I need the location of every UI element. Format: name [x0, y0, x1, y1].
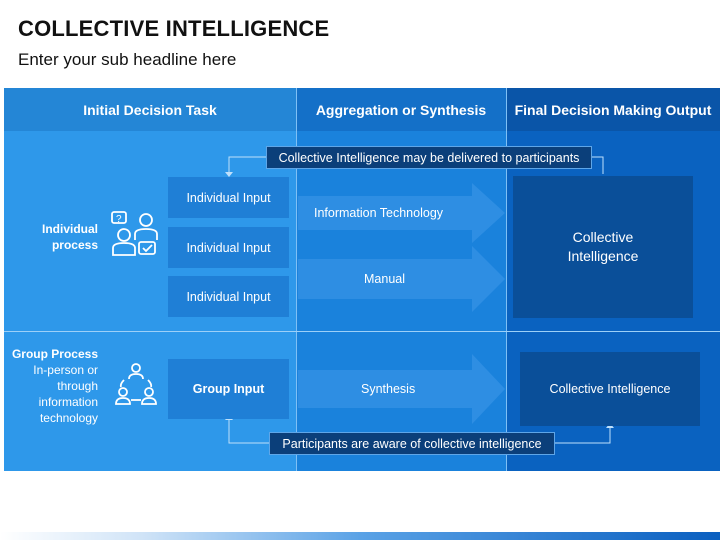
- arrow-label-manual: Manual: [364, 272, 405, 286]
- header-initial-decision-task: Initial Decision Task: [4, 88, 296, 131]
- people-question-icon: ?: [108, 208, 160, 260]
- group-input-box: Group Input: [168, 359, 289, 419]
- column-divider: [296, 88, 297, 471]
- arrow-manual: [298, 246, 505, 312]
- arrow-synthesis: [298, 354, 505, 424]
- page-subtitle: Enter your sub headline here: [18, 50, 237, 69]
- row-divider: [4, 331, 720, 332]
- group-process-label-block: Group Process In-person or through infor…: [10, 346, 98, 426]
- arrow-label-information-technology: Information Technology: [314, 206, 444, 220]
- svg-text:?: ?: [116, 214, 122, 225]
- group-process-label: Group Process: [11, 347, 98, 361]
- group-output-box: Collective Intelligence: [520, 352, 700, 426]
- group-process-sublabel: In-person or through information technol…: [33, 363, 98, 425]
- header-final-decision-output: Final Decision Making Output: [506, 88, 720, 131]
- arrow-information-technology: [298, 183, 505, 243]
- individual-input-box: Individual Input: [168, 227, 289, 268]
- individual-process-label: Individual process: [41, 222, 98, 252]
- header-aggregation-synthesis: Aggregation or Synthesis: [296, 88, 506, 131]
- feedback-delivered-box: Collective Intelligence may be delivered…: [266, 146, 592, 169]
- bottom-accent-bar: [0, 532, 720, 540]
- page-title: COLLECTIVE INTELLIGENCE: [18, 16, 330, 41]
- arrow-label-synthesis: Synthesis: [361, 382, 416, 396]
- feedback-aware-box: Participants are aware of collective int…: [269, 432, 555, 455]
- individual-output-text: Collective Intelligence: [567, 229, 639, 264]
- individual-input-box: Individual Input: [168, 276, 289, 317]
- column-divider: [506, 88, 507, 471]
- individual-output-box: Collective Intelligence: [513, 176, 693, 318]
- group-cycle-icon: [112, 360, 160, 408]
- individual-input-box: Individual Input: [168, 177, 289, 218]
